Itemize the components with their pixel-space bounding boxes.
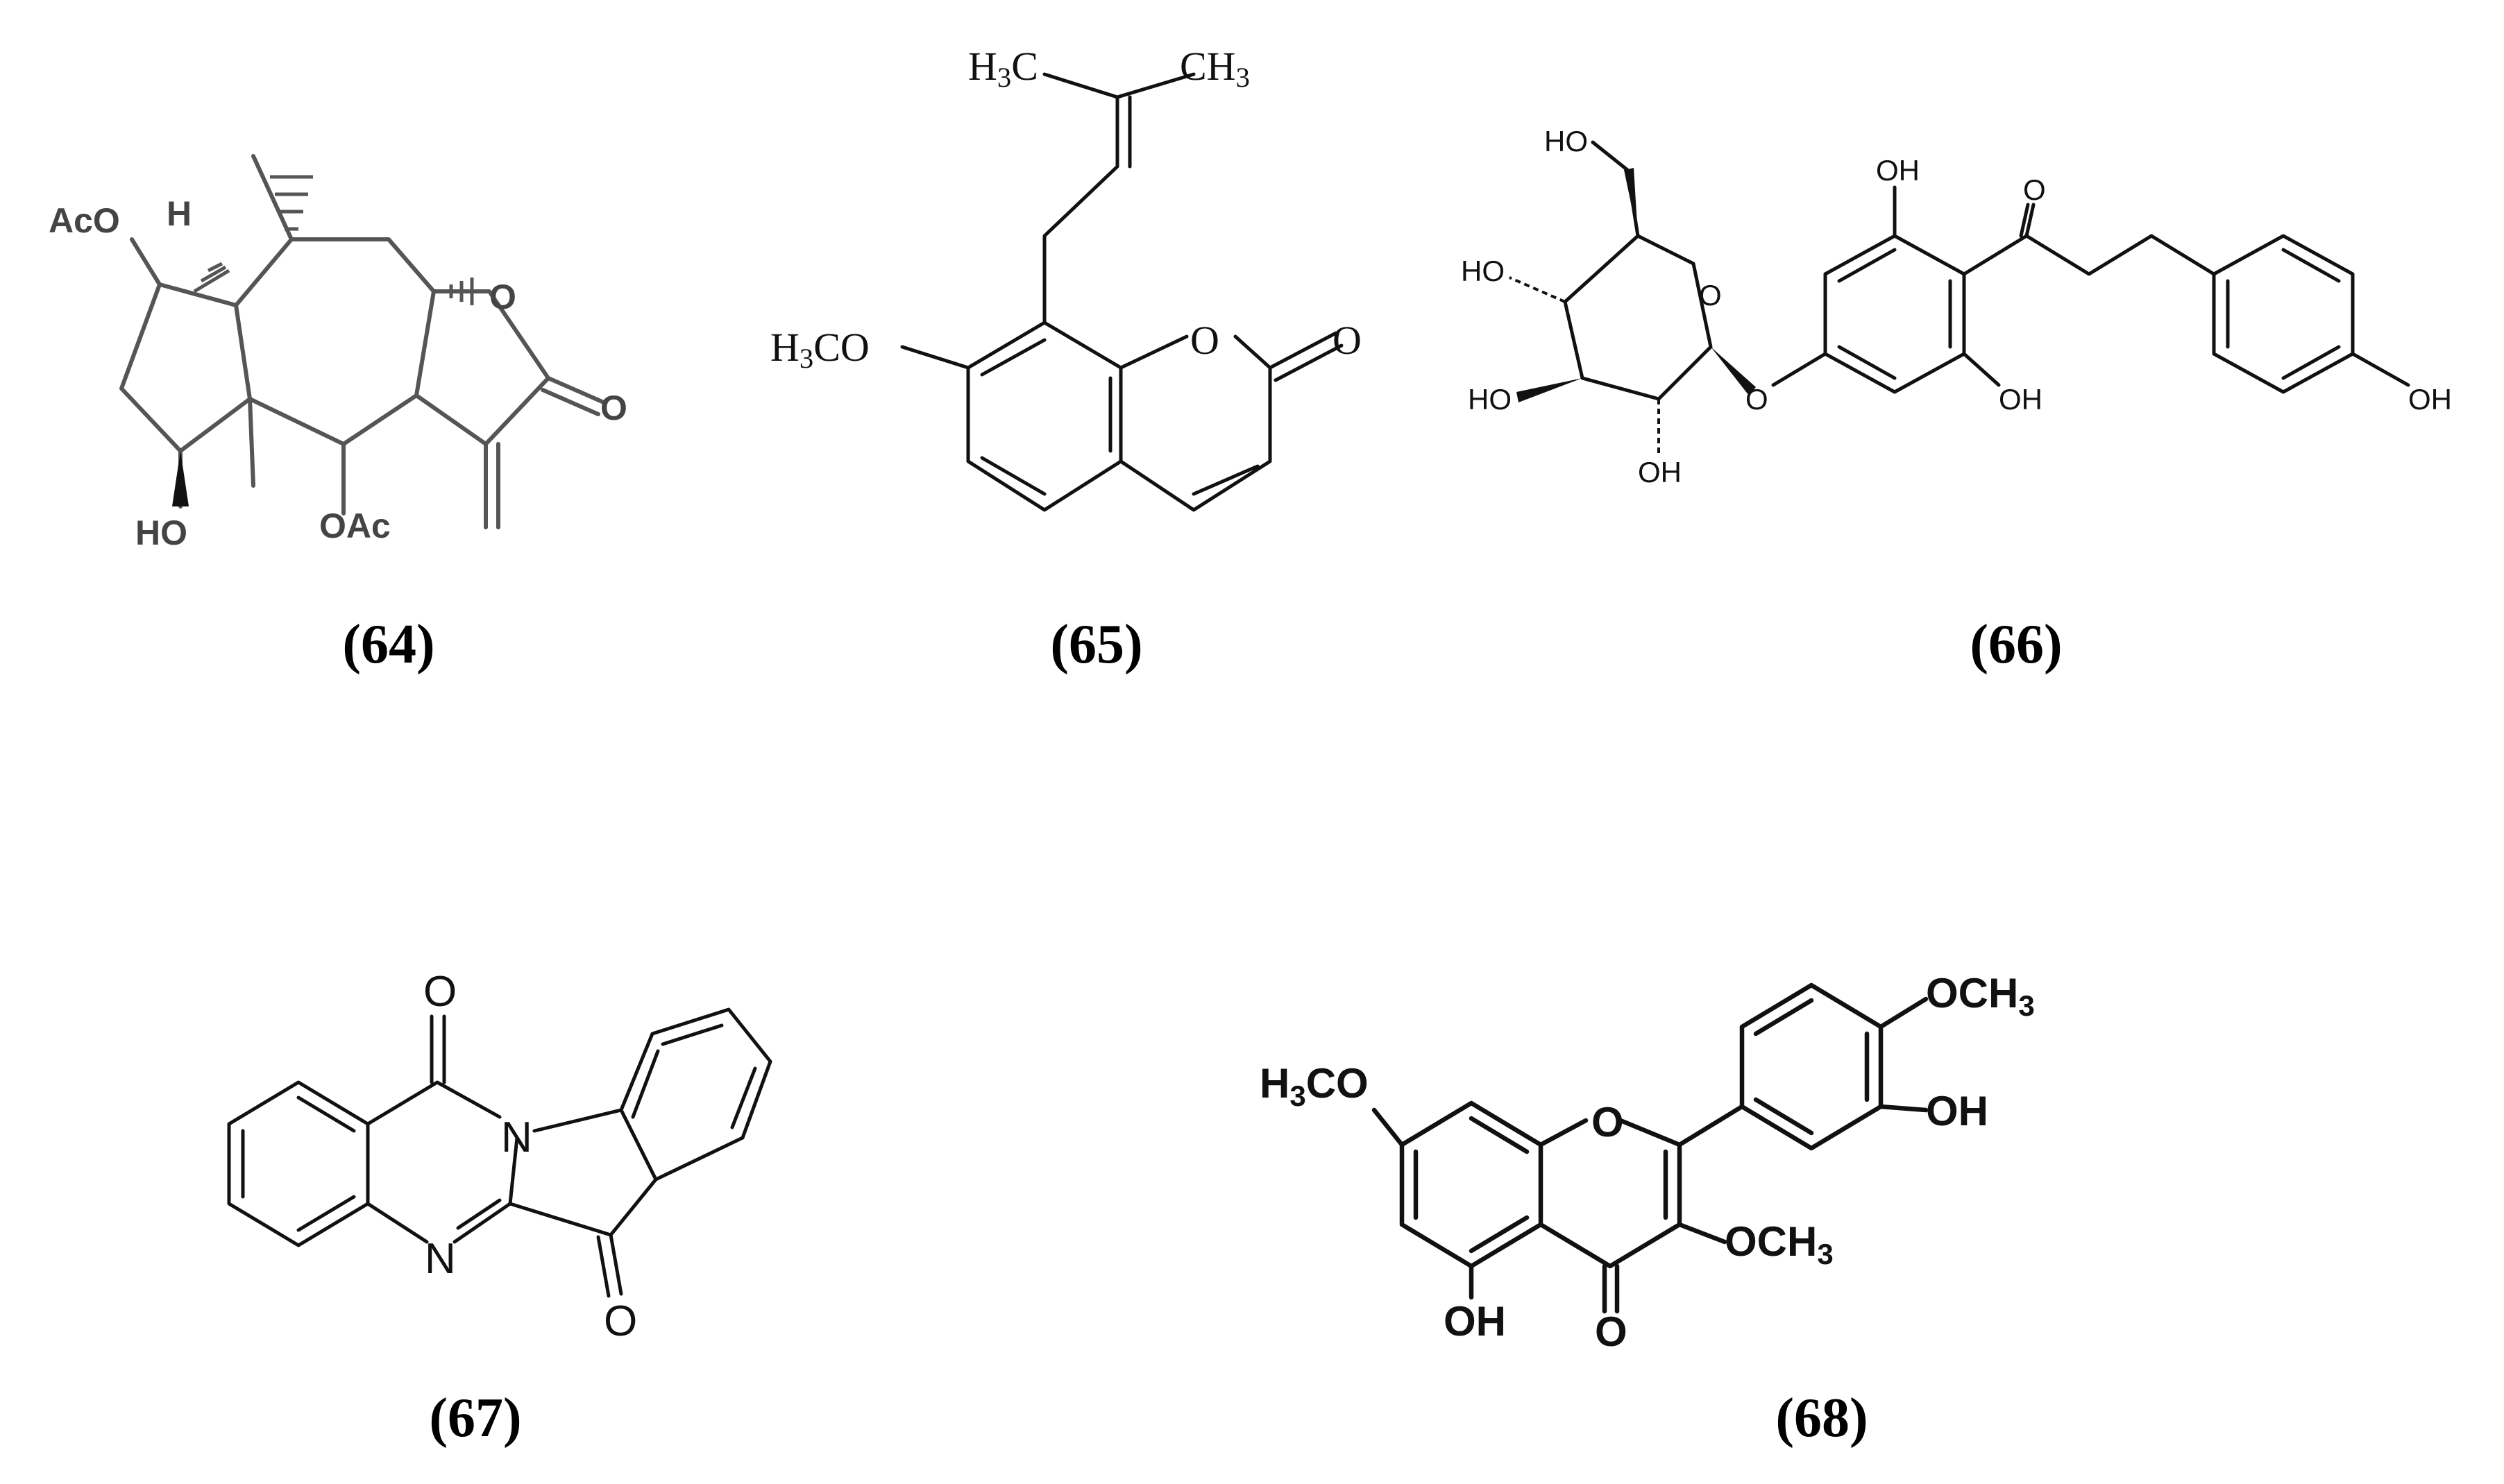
atom-h: H	[167, 194, 192, 233]
atom-h3co: H3CO	[1260, 1060, 1369, 1112]
atom-o-carbonyl: O	[1333, 318, 1362, 363]
atom-o-carbonyl: O	[600, 389, 627, 427]
atom-och3-3: OCH3	[1725, 1218, 1834, 1270]
compound-64-atoms: AcO H HO OAc O O	[49, 194, 627, 552]
atom-oac: OAc	[319, 506, 391, 545]
compound-68: H3CO O OCH3 OH OCH3 OH O (68)	[1260, 970, 2035, 1449]
atom-o-ring: O	[489, 278, 516, 316]
atom-o-ketone: O	[2023, 173, 2046, 206]
compound-65: H3C CH3 H3CO O O (65)	[770, 44, 1362, 675]
atom-n-ring: N	[501, 1114, 532, 1161]
atom-o-ring: O	[1591, 1099, 1624, 1145]
atom-oh-phenol: OH	[2408, 383, 2452, 416]
atom-oh-5: OH	[1444, 1298, 1506, 1345]
atom-oh-2: OH	[1638, 456, 1682, 488]
atom-oh-b: OH	[1926, 1088, 1988, 1134]
atom-o-top: O	[423, 968, 457, 1016]
compound-64-bonds	[119, 154, 606, 529]
compound-67: O N N O (67)	[227, 968, 772, 1449]
compound-65-atoms: H3C CH3 H3CO O O	[770, 44, 1362, 374]
atom-oh-top: OH	[1876, 154, 1920, 187]
atom-oh-bottom: OH	[1999, 383, 2042, 416]
atom-o-ring: O	[1699, 279, 1722, 312]
atom-ho-3: HO	[1468, 383, 1512, 416]
compound-66-bonds	[1509, 140, 2410, 454]
compound-label-67: (67)	[429, 1388, 521, 1449]
compound-label-65: (65)	[1050, 614, 1142, 675]
atom-och3-top: OCH3	[1926, 970, 2035, 1022]
compound-label-68: (68)	[1775, 1388, 1868, 1449]
compound-64: AcO H HO OAc O O (64)	[49, 154, 627, 675]
compound-67-bonds	[227, 1007, 772, 1298]
atom-ch3: CH3	[1180, 44, 1250, 93]
atom-ho: HO	[135, 513, 187, 552]
compound-68-atoms: H3CO O OCH3 OH OCH3 OH O	[1260, 970, 2035, 1355]
compound-68-bonds	[1371, 982, 1929, 1314]
atom-o-carbonyl: O	[1595, 1308, 1627, 1355]
atom-n-bottom: N	[425, 1235, 456, 1283]
compound-65-bonds	[900, 72, 1344, 512]
atom-ho-4: HO	[1461, 255, 1505, 287]
compound-67-atoms: O N N O	[423, 968, 637, 1345]
atom-h3co: H3CO	[770, 325, 870, 374]
atom-o-bottom: O	[604, 1297, 637, 1345]
atom-o-ring: O	[1190, 318, 1219, 363]
atom-ho-ch2: HO	[1544, 125, 1588, 157]
compound-66: HO HO HO OH O O OH OH O OH (66)	[1461, 125, 2452, 675]
compound-66-atoms: HO HO HO OH O O OH OH O OH	[1461, 125, 2452, 488]
atom-o-link: O	[1745, 383, 1768, 416]
compound-label-64: (64)	[342, 614, 434, 675]
atom-h3c: H3C	[968, 44, 1038, 93]
atom-aco: AcO	[49, 201, 120, 240]
compound-label-66: (66)	[1970, 614, 2062, 675]
